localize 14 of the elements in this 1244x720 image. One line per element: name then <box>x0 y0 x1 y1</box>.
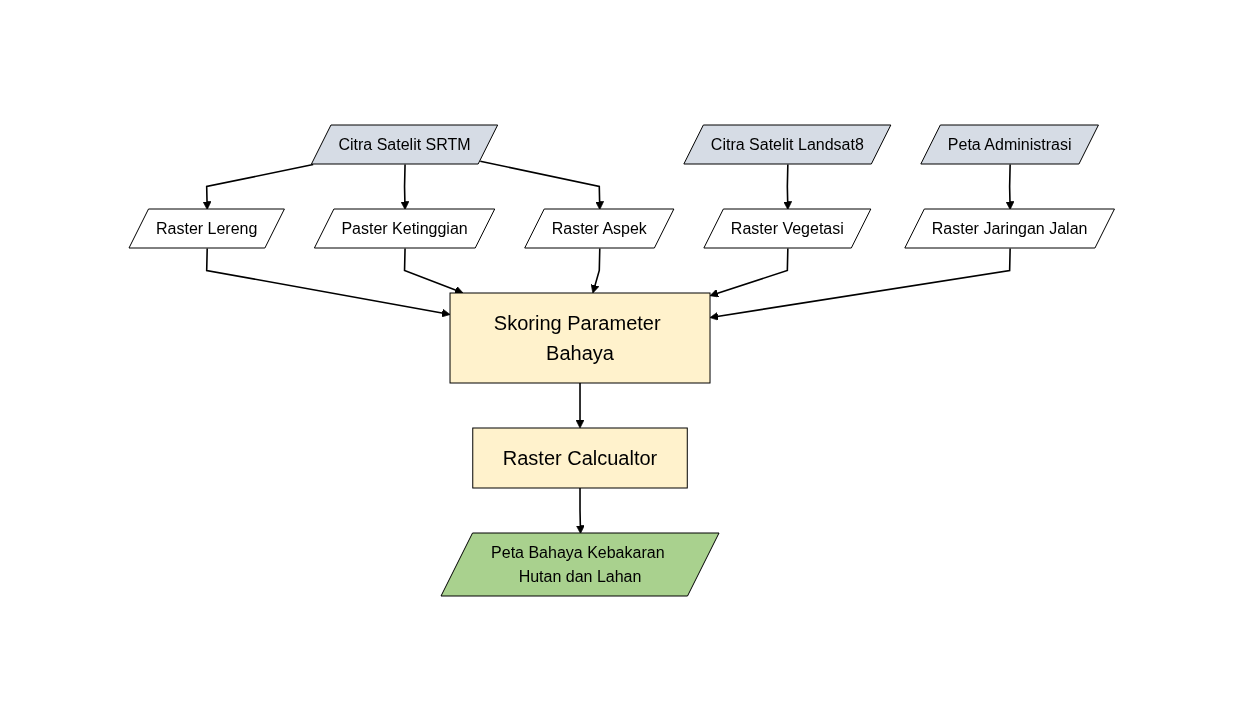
arrow <box>400 163 410 210</box>
arrow <box>202 163 315 210</box>
arrow <box>783 163 793 210</box>
arrow <box>576 486 585 534</box>
arrow <box>575 381 585 428</box>
arrow <box>709 247 789 297</box>
arrow <box>206 247 451 317</box>
arrow <box>404 247 464 294</box>
arrow <box>1005 163 1015 210</box>
node-box: Skoring Parameter Bahaya <box>449 292 711 383</box>
arrow <box>709 247 1012 321</box>
node-box: Raster Calcualtor <box>472 427 689 488</box>
arrow <box>479 159 605 210</box>
arrow <box>591 247 601 293</box>
